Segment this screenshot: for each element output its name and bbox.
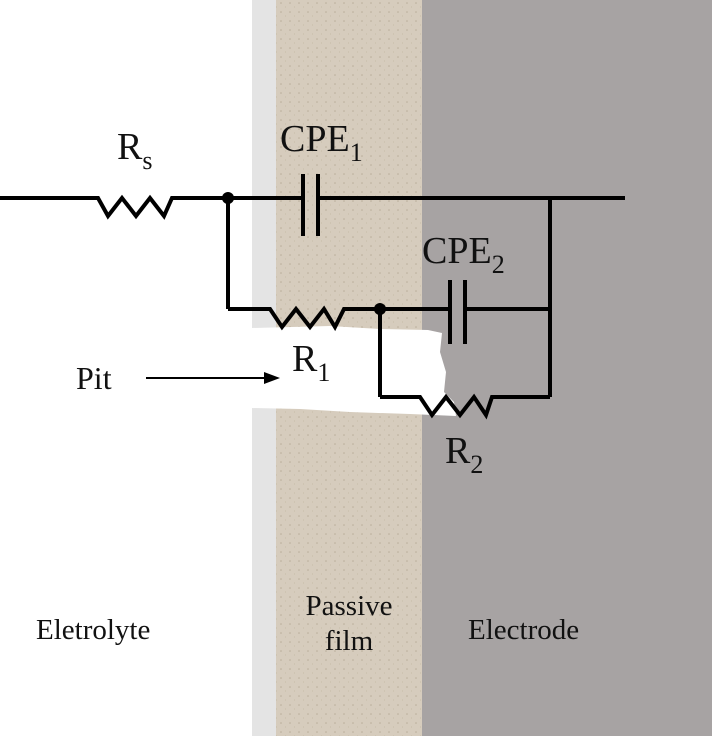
label-cpe2: CPE2	[422, 230, 505, 279]
electrode-label: Electrode	[468, 614, 580, 646]
electrode-region	[422, 0, 712, 736]
electrolyte-region	[0, 0, 252, 736]
rs-resistor	[0, 194, 228, 220]
node-junction-2	[374, 303, 386, 315]
r1-resistor	[228, 305, 380, 332]
label-rs: Rs	[117, 126, 153, 175]
circuit-wires	[0, 174, 625, 420]
pit-arrow	[146, 372, 280, 384]
passive-film-label-line2: film	[324, 625, 374, 657]
node-junction-1	[222, 192, 234, 204]
label-r1: R1	[292, 338, 331, 387]
r2-resistor	[380, 393, 550, 420]
label-cpe1: CPE1	[280, 118, 363, 167]
passive-film-label: Passive film	[276, 592, 422, 656]
pit-label: Pit	[76, 360, 112, 396]
label-r2: R2	[445, 430, 484, 479]
passive-film-label-line1: Passive	[305, 590, 393, 622]
pit-cavity	[252, 326, 456, 416]
electrolyte-label: Eletrolyte	[36, 614, 151, 646]
